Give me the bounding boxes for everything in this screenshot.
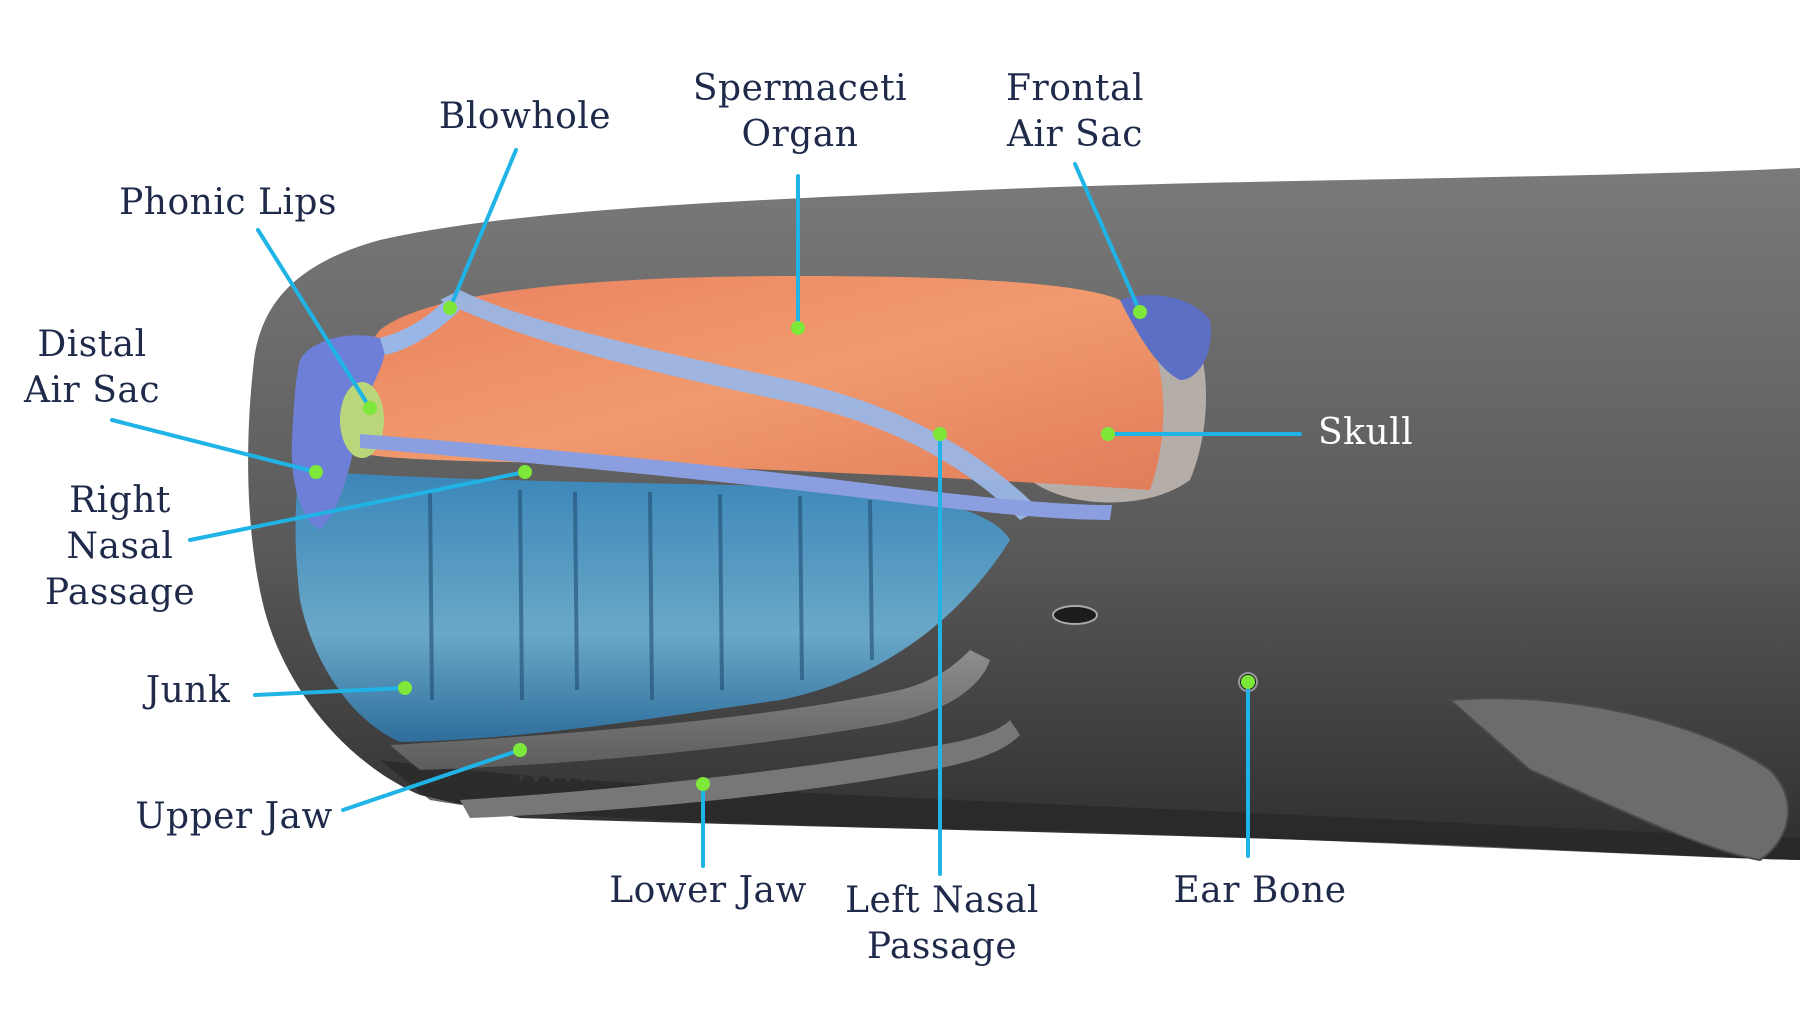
dot-skull [1101, 427, 1115, 441]
label-distal-air-sac: Distal Air Sac [24, 322, 160, 414]
dot-blowhole [443, 301, 457, 315]
dot-frontal-air-sac [1133, 305, 1147, 319]
label-frontal-air-sac: Frontal Air Sac [1006, 66, 1144, 158]
dot-phonic-lips [363, 401, 377, 415]
dot-right-nasal-passage [518, 465, 532, 479]
label-right-nasal-passage: Right Nasal Passage [45, 478, 195, 616]
dot-lower-jaw [696, 777, 710, 791]
label-junk: Junk [146, 668, 231, 714]
label-phonic-lips: Phonic Lips [119, 180, 337, 226]
dot-upper-jaw [513, 743, 527, 757]
label-lower-jaw: Lower Jaw [609, 868, 807, 914]
label-upper-jaw: Upper Jaw [135, 794, 333, 840]
dot-spermaceti-organ [791, 321, 805, 335]
label-left-nasal-passage: Left Nasal Passage [845, 878, 1039, 970]
dot-junk [398, 681, 412, 695]
dot-ear-bone [1241, 675, 1255, 689]
dot-left-nasal-passage [933, 427, 947, 441]
label-spermaceti-organ: Spermaceti Organ [693, 66, 907, 158]
label-blowhole: Blowhole [439, 94, 611, 140]
eye [1053, 606, 1097, 624]
dot-distal-air-sac [309, 465, 323, 479]
label-ear-bone: Ear Bone [1173, 868, 1346, 914]
label-skull: Skull [1318, 410, 1413, 456]
